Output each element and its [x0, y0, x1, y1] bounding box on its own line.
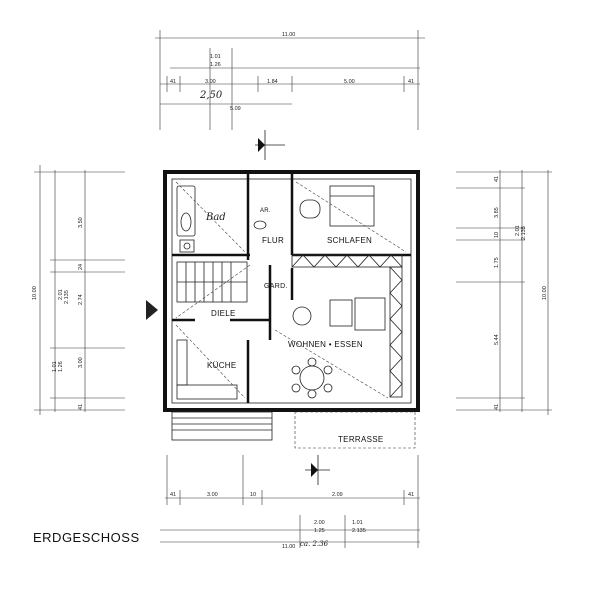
room-label-kueche: KÜCHE	[207, 361, 237, 370]
section-marker-left	[146, 300, 158, 320]
left-dim-350: 3.50	[78, 217, 84, 228]
bottom-dim-101: 1.01	[352, 520, 363, 526]
right-dim-385: 3.85	[494, 207, 500, 218]
right-dim-175: 1.75	[494, 257, 500, 268]
kitchen-fixtures	[176, 339, 238, 400]
right-dim-41-top: 41	[494, 176, 500, 182]
room-label-terrasse: TERRASSE	[338, 435, 384, 444]
room-label-diele: DIELE	[211, 309, 236, 318]
bathroom-fixtures	[176, 185, 267, 253]
top-handwritten-250: 2,50	[199, 90, 223, 101]
room-label-schlafen: SCHLAFEN	[327, 236, 372, 245]
room-labels: Bad AR. FLUR SCHLAFEN GARD. DIELE WOHNEN…	[205, 208, 384, 444]
dining-table-icon	[299, 365, 325, 391]
counter-icon	[176, 384, 238, 400]
bottom-dim-41-left: 41	[170, 492, 176, 498]
right-dim-10: 10	[494, 232, 500, 238]
section-marker-top	[255, 130, 285, 160]
top-stack-dim-2: 1.26	[210, 62, 221, 68]
top-dim-509: 5.09	[230, 106, 241, 112]
bottom-overall-dim: 11.00	[282, 544, 295, 550]
room-label-gard: GARD.	[264, 283, 288, 290]
plan-title: ERDGESCHOSS	[33, 530, 140, 545]
right-overall-dim: 10.00	[542, 286, 548, 300]
right-dim-201: 2.01	[515, 225, 521, 236]
room-label-bad: Bad	[205, 212, 226, 223]
bottom-handwritten-ca236: ca. 2.36	[300, 540, 329, 548]
bedroom-furniture	[299, 185, 375, 227]
sofa-icon	[354, 297, 386, 331]
right-dimension-chain: 10.00 41 3.85 10 2.01 2.135 1.75 5.44 41	[456, 170, 552, 415]
left-dim-101: 1.01	[52, 361, 58, 372]
bottom-dimension-chain: 41 3.00 10 2.09 41 2.00 1.01 1.25 2.135 …	[160, 455, 420, 550]
left-dim-201: 2.01	[58, 289, 64, 300]
left-overall-dim: 10.00	[32, 286, 38, 300]
right-dim-41-bottom: 41	[494, 404, 500, 410]
room-label-ar: AR.	[260, 208, 271, 214]
staircase	[176, 261, 248, 303]
right-dim-2135: 2.135	[521, 226, 527, 240]
toilet-icon	[253, 220, 267, 230]
left-dim-24: 24	[78, 264, 84, 270]
armchair-icon	[329, 299, 353, 327]
section-marker-bottom	[305, 455, 330, 485]
bottom-dim-200: 2.00	[314, 520, 325, 526]
room-label-flur: FLUR	[262, 236, 284, 245]
left-dimension-chain: 10.00 3.50 24 2.01 2.135 2.74 1.01 1.26 …	[32, 165, 125, 415]
left-dim-2135: 2.135	[64, 290, 70, 304]
side-table-icon	[292, 306, 312, 326]
left-dim-126: 1.26	[58, 361, 64, 372]
bottom-dim-300: 3.00	[207, 492, 218, 498]
bottom-dim-125: 1.25	[314, 528, 325, 534]
bathtub-icon	[176, 185, 196, 237]
bed-icon	[329, 185, 375, 227]
living-furniture	[291, 297, 386, 399]
top-dim-41-left: 41	[170, 79, 176, 85]
bottom-dim-41-right: 41	[408, 492, 414, 498]
top-dim-184: 1.84	[267, 79, 278, 85]
left-dim-274: 2.74	[78, 294, 84, 305]
door-swing-lines	[175, 181, 407, 399]
bottom-dim-10: 10	[250, 492, 256, 498]
bottom-dim-2135: 2.135	[352, 528, 366, 534]
nightstand-icon	[299, 199, 321, 219]
bottom-dim-209: 2.09	[332, 492, 343, 498]
sink-icon	[179, 239, 195, 253]
top-dim-300: 3.00	[205, 79, 216, 85]
terrace-area	[171, 411, 416, 449]
left-dim-41: 41	[78, 404, 84, 410]
right-dim-544: 5.44	[494, 334, 500, 345]
top-dim-500: 5.00	[344, 79, 355, 85]
top-dim-41-right: 41	[408, 79, 414, 85]
room-label-wohnen-essen: WOHNEN • ESSEN	[288, 340, 363, 349]
top-stack-dim-1: 1.01	[210, 54, 221, 60]
top-dimension-chain: 11.00 1.01 1.26 41 3.00 1.84 5.00 41 2,5…	[155, 30, 425, 130]
left-dim-300: 3.00	[78, 357, 84, 368]
top-overall-dim: 11.00	[282, 32, 295, 38]
built-in-cabinet-band	[291, 254, 403, 398]
